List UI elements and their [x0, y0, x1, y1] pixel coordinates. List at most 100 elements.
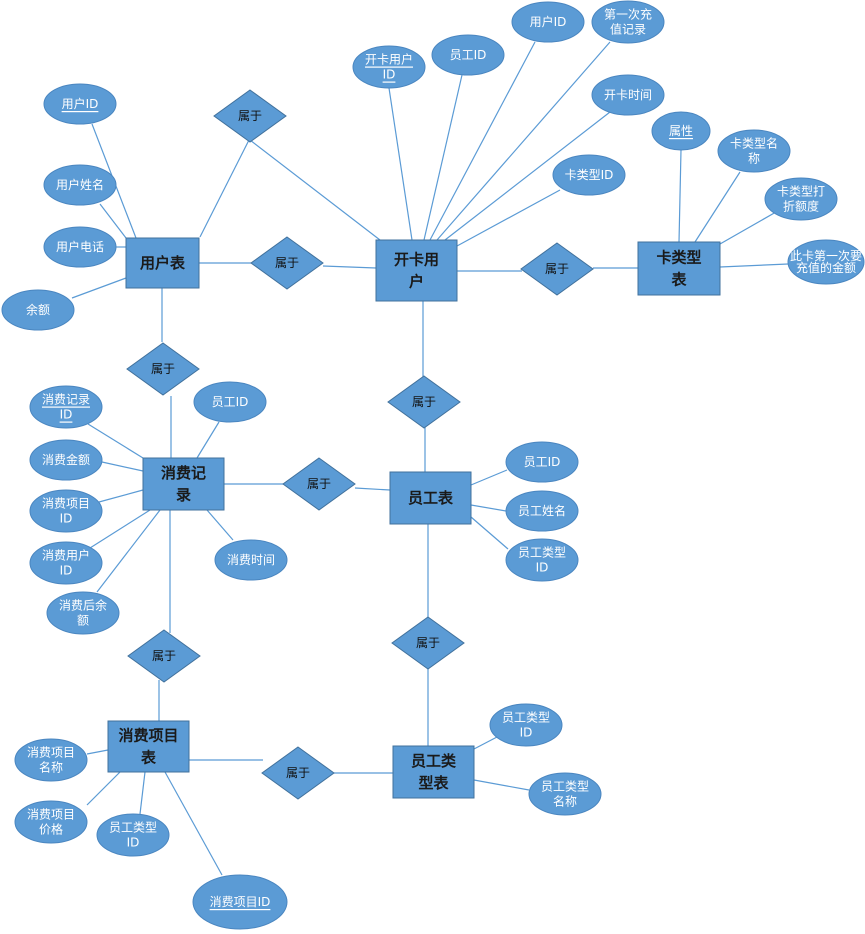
connector-line	[354, 487, 391, 491]
node-label: 消费项目	[42, 497, 90, 511]
node-label: 属于	[545, 262, 569, 276]
entity-consume-record: 消费记录	[142, 457, 225, 511]
node-label: 额	[77, 614, 89, 628]
attribute-ellipse	[552, 154, 626, 196]
attribute-a-cr-item: 消费项目ID	[29, 489, 103, 533]
node-label: 属于	[286, 766, 310, 780]
relation-diamond	[282, 457, 356, 511]
node-label: 名称	[553, 794, 577, 809]
connector-line	[139, 771, 146, 815]
node-label: 值记录	[610, 22, 646, 37]
connector-line	[429, 41, 536, 241]
attribute-ellipse	[14, 738, 88, 782]
node-label: 消费项目	[27, 808, 75, 822]
connector-line	[719, 263, 789, 268]
node-label: 属于	[412, 395, 436, 409]
relation-r-user-card: 属于	[250, 236, 324, 290]
connector-line	[436, 41, 611, 241]
entity-box	[392, 745, 475, 799]
entity-card-user: 开卡用户	[375, 239, 458, 302]
attribute-ellipse	[505, 490, 579, 532]
attribute-ellipse	[764, 177, 838, 221]
node-label: 表	[671, 271, 687, 289]
connector-line	[473, 779, 530, 791]
relation-diamond	[520, 242, 594, 296]
node-label: 消费后余	[59, 598, 107, 613]
relation-r-employee-type: 属于	[391, 616, 465, 670]
connector-line	[456, 189, 561, 247]
connector-line	[71, 277, 127, 299]
relation-diamond	[387, 375, 461, 429]
node-label: 名称	[39, 760, 63, 775]
attribute-a-balance: 余额	[1, 289, 75, 331]
node-label: ID	[60, 408, 73, 422]
node-label: ID	[536, 561, 549, 575]
attribute-ellipse	[528, 772, 602, 816]
node-label: 属性	[669, 124, 693, 138]
attribute-ellipse	[651, 111, 711, 151]
node-label: ID	[127, 836, 140, 850]
node-label: 用户ID	[62, 96, 99, 111]
attribute-ellipse	[352, 45, 426, 89]
node-label: 员工类型	[109, 821, 157, 835]
attribute-ellipse	[505, 441, 579, 483]
node-label: 卡类型	[656, 249, 701, 267]
node-label: 开卡时间	[604, 88, 652, 102]
attribute-a-user-phone: 用户电话	[43, 226, 117, 268]
node-label: 员工类型	[518, 546, 566, 560]
node-label: 消费时间	[227, 553, 275, 567]
node-label: 充值的金额	[796, 260, 856, 275]
node-label: 开卡用户	[365, 52, 413, 67]
connector-line	[470, 516, 509, 550]
node-label: 户	[409, 273, 424, 291]
node-label: 属于	[275, 256, 299, 270]
connector-line	[87, 423, 144, 459]
relation-r-card-type: 属于	[520, 242, 594, 296]
attribute-ellipse	[214, 539, 288, 581]
attribute-a-ct-attr: 属性	[651, 111, 711, 151]
connector-line	[470, 504, 507, 512]
node-label: 第一次充	[604, 7, 652, 22]
attribute-ellipse	[14, 800, 88, 844]
node-label: 卡类型ID	[565, 168, 614, 182]
connector-line	[199, 137, 251, 238]
attribute-a-cu-emp-id: 员工ID	[431, 34, 505, 76]
node-label: 余额	[26, 302, 50, 317]
connector-line	[423, 74, 463, 241]
relation-diamond	[126, 342, 200, 396]
node-label: 开卡用	[394, 251, 439, 269]
node-label: 卡类型打	[777, 185, 825, 199]
node-label: 表	[141, 749, 157, 767]
attribute-ellipse	[431, 34, 505, 76]
node-label: 消费项目ID	[210, 895, 271, 909]
node-label: 价格	[39, 822, 63, 837]
node-label: 员工类型	[541, 780, 589, 794]
node-label: 卡类型名	[730, 136, 778, 151]
entity-box	[637, 241, 721, 296]
node-label: 属于	[152, 649, 176, 663]
relation-diamond	[261, 746, 335, 800]
attribute-a-emp-id: 员工ID	[505, 441, 579, 483]
node-label: 员工类型	[502, 711, 550, 725]
attribute-a-user-id: 用户ID	[43, 83, 117, 125]
attribute-a-user-name: 用户姓名	[43, 164, 117, 206]
node-label: 用户ID	[530, 14, 567, 29]
connector-line	[164, 771, 223, 876]
entity-box	[375, 239, 458, 302]
node-label: 员工表	[408, 489, 454, 507]
node-label: 属于	[238, 109, 262, 123]
attribute-ellipse	[29, 541, 103, 585]
connector-line	[96, 509, 161, 593]
node-label: ID	[60, 512, 73, 526]
node-label: 消费金额	[42, 452, 90, 467]
node-label: 型表	[418, 774, 449, 792]
